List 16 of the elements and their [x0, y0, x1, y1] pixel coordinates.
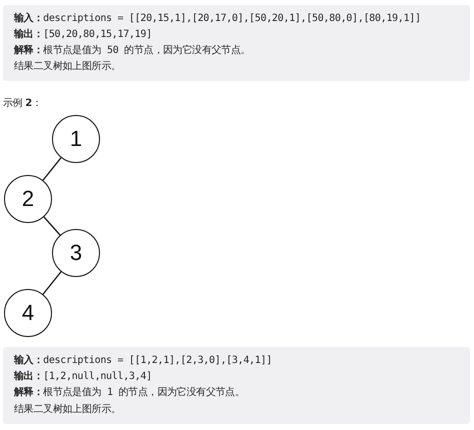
- text-line: 输出：[1,2,null,null,3,4]: [14, 370, 152, 384]
- text-line: 结果二叉树如上图所示。: [14, 403, 121, 417]
- tree-node: 4: [4, 289, 52, 337]
- text-line: 解释：根节点是值为 1 的节点，因为它没有父节点。: [14, 386, 245, 400]
- section-heading: 示例 2：: [3, 97, 42, 111]
- text-line: 输入：descriptions = [[20,15,1],[20,17,0],[50,20,1],[50,80,0],[80,19,1]]: [14, 12, 421, 26]
- text-line: 解释：根节点是值为 50 的节点，因为它没有父节点。: [14, 44, 250, 58]
- tree-edge: [42, 157, 62, 181]
- text-line: 结果二叉树如上图所示。: [14, 60, 121, 74]
- tree-edge: [42, 271, 62, 295]
- tree-node: 1: [52, 115, 100, 163]
- tree-edge: [43, 216, 61, 236]
- tree-node: 3: [52, 229, 100, 277]
- text-line: 输出：[50,20,80,15,17,19]: [14, 28, 152, 42]
- tree-node: 2: [4, 175, 52, 223]
- text-line: 输入：descriptions = [[1,2,1],[2,3,0],[3,4,1]]: [14, 354, 272, 368]
